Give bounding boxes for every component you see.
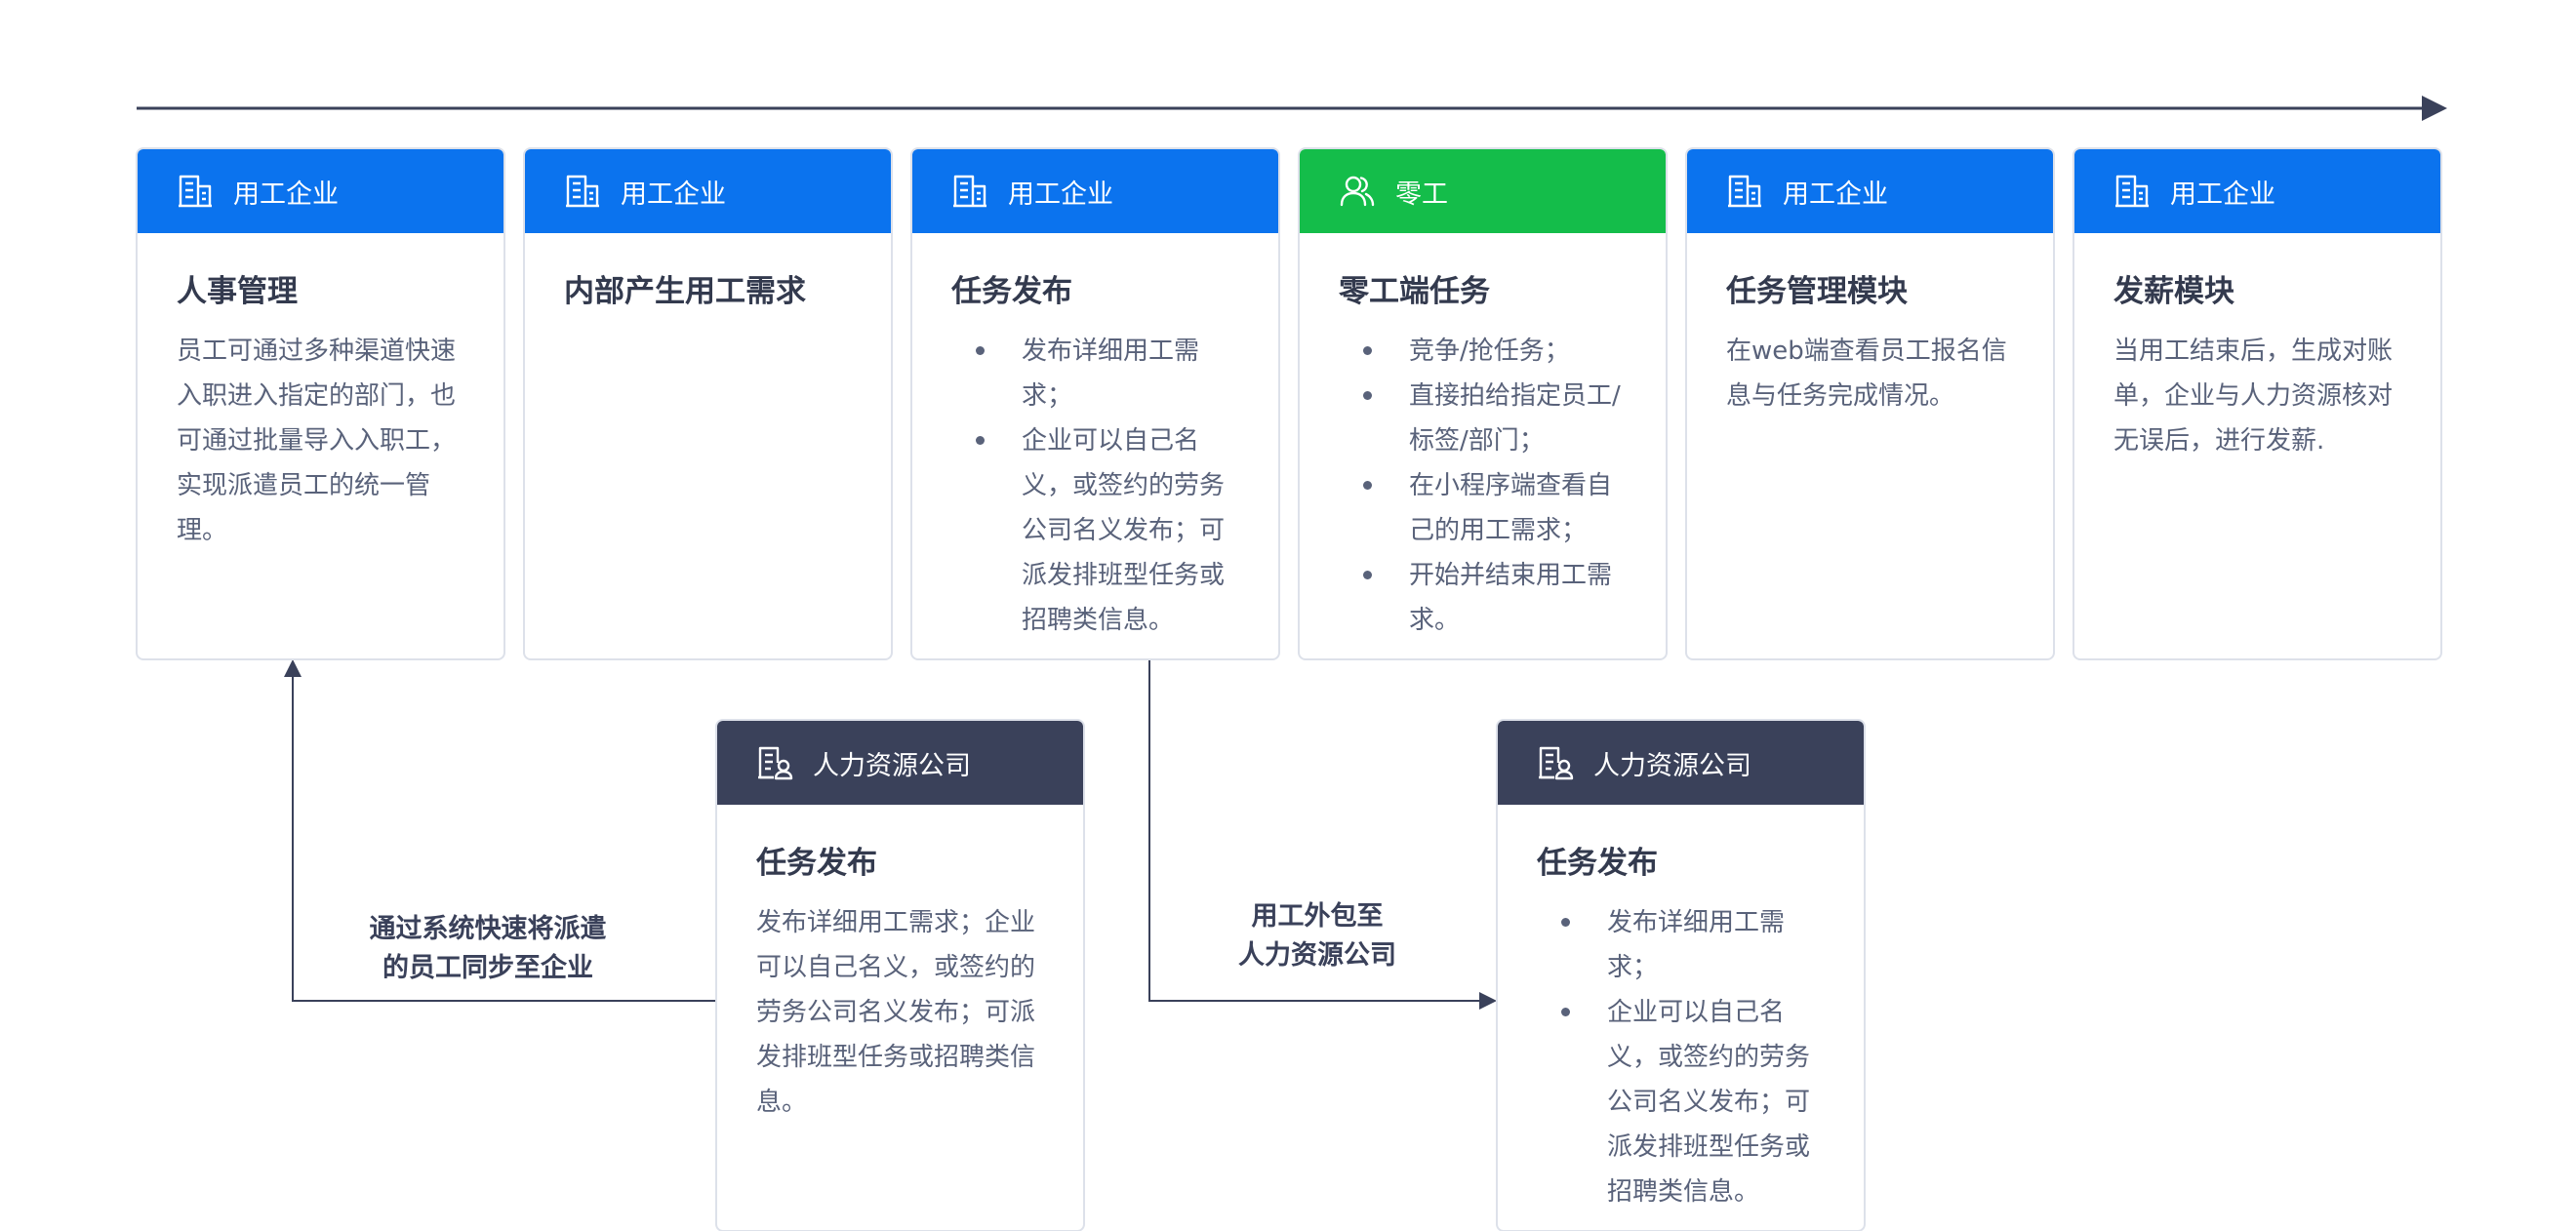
building-icon xyxy=(2113,173,2151,210)
card-task-management: 用工企业 任务管理模块 在web端查看员工报名信息与任务完成情况。 xyxy=(1685,147,2055,660)
list-item: 在小程序端查看自己的用工需求； xyxy=(1339,463,1629,553)
sync-label-line1: 通过系统快速将派遣 xyxy=(369,914,607,944)
list-item: 直接拍给指定员工/标签/部门； xyxy=(1339,374,1629,463)
building-person-icon xyxy=(756,744,793,781)
card-header: 用工企业 xyxy=(912,149,1278,233)
card-header: 用工企业 xyxy=(1687,149,2053,233)
sync-label-line2: 的员工同步至企业 xyxy=(382,953,593,983)
card-text: 发布详细用工需求；企业可以自己名义，或签约的劳务公司名义发布；可派发排班型任务或… xyxy=(756,908,1036,1117)
building-person-icon xyxy=(1537,744,1574,781)
card-title: 任务管理模块 xyxy=(1726,274,1908,309)
sync-connector-arrowhead xyxy=(284,659,302,677)
card-list: 竞争/抢任务； 直接拍给指定员工/标签/部门； 在小程序端查看自己的用工需求； … xyxy=(1339,329,1629,643)
card-title: 内部产生用工需求 xyxy=(564,274,806,309)
building-icon xyxy=(564,173,601,210)
card-header-label: 用工企业 xyxy=(621,179,726,210)
card-text: 在web端查看员工报名信息与任务完成情况。 xyxy=(1726,337,2007,411)
people-icon xyxy=(1339,173,1376,210)
card-title: 任务发布 xyxy=(1537,846,1658,881)
card-task-publish: 用工企业 任务发布 发布详细用工需求； 企业可以自己名义，或签约的劳务公司名义发… xyxy=(910,147,1280,660)
sync-connector-label: 通过系统快速将派遣 的员工同步至企业 xyxy=(312,910,664,988)
card-list: 发布详细用工需求； 企业可以自己名义，或签约的劳务公司名义发布；可派发排班型任务… xyxy=(951,329,1241,643)
list-item: 竞争/抢任务； xyxy=(1339,329,1629,374)
card-header: 用工企业 xyxy=(138,149,503,233)
card-header-label: 人力资源公司 xyxy=(813,750,971,781)
card-title: 发薪模块 xyxy=(2113,274,2234,309)
card-title: 零工端任务 xyxy=(1339,274,1490,309)
card-header-label: 用工企业 xyxy=(1008,179,1113,210)
outsource-connector-line xyxy=(1148,659,1479,1002)
card-text: 员工可通过多种渠道快速入职进入指定的部门，也可通过批量导入入职工，实现派遣员工的… xyxy=(177,337,457,545)
card-header: 零工 xyxy=(1300,149,1666,233)
card-header: 用工企业 xyxy=(2074,149,2440,233)
card-header-label: 人力资源公司 xyxy=(1593,750,1751,781)
card-header-label: 用工企业 xyxy=(1783,179,1888,210)
outsource-label-line2: 人力资源公司 xyxy=(1238,940,1396,971)
card-list: 发布详细用工需求； 企业可以自己名义，或签约的劳务公司名义发布；可派发排班型任务… xyxy=(1537,900,1827,1214)
card-gig-tasks: 零工 零工端任务 竞争/抢任务； 直接拍给指定员工/标签/部门； 在小程序端查看… xyxy=(1298,147,1668,660)
list-item: 企业可以自己名义，或签约的劳务公司名义发布；可派发排班型任务或招聘类信息。 xyxy=(1537,990,1827,1214)
card-header-label: 零工 xyxy=(1395,179,1448,210)
building-icon xyxy=(951,173,988,210)
card-hr-company-publish-right: 人力资源公司 任务发布 发布详细用工需求； 企业可以自己名义，或签约的劳务公司名… xyxy=(1496,719,1866,1231)
list-item: 发布详细用工需求； xyxy=(1537,900,1827,990)
sync-connector-line xyxy=(292,675,716,1002)
card-title: 人事管理 xyxy=(177,274,298,309)
list-item: 开始并结束用工需求。 xyxy=(1339,553,1629,643)
card-title: 任务发布 xyxy=(951,274,1072,309)
card-header: 用工企业 xyxy=(525,149,891,233)
card-header-label: 用工企业 xyxy=(233,179,339,210)
timeline-arrow-head xyxy=(2422,96,2447,121)
list-item: 企业可以自己名义，或签约的劳务公司名义发布；可派发排班型任务或招聘类信息。 xyxy=(951,418,1241,643)
card-payroll: 用工企业 发薪模块 当用工结束后，生成对账单，企业与人力资源核对无误后，进行发薪… xyxy=(2073,147,2442,660)
card-header-label: 用工企业 xyxy=(2170,179,2275,210)
outsource-connector-arrowhead xyxy=(1479,992,1497,1010)
outsource-connector-label: 用工外包至 人力资源公司 xyxy=(1161,897,1473,975)
card-internal-demand: 用工企业 内部产生用工需求 xyxy=(523,147,893,660)
card-hr-management: 用工企业 人事管理 员工可通过多种渠道快速入职进入指定的部门，也可通过批量导入入… xyxy=(136,147,505,660)
card-text: 当用工结束后，生成对账单，企业与人力资源核对无误后，进行发薪. xyxy=(2113,337,2394,456)
card-hr-company-publish-left: 人力资源公司 任务发布 发布详细用工需求；企业可以自己名义，或签约的劳务公司名义… xyxy=(715,719,1085,1231)
card-header: 人力资源公司 xyxy=(717,721,1083,805)
outsource-label-line1: 用工外包至 xyxy=(1251,901,1384,932)
list-item: 发布详细用工需求； xyxy=(951,329,1241,418)
card-title: 任务发布 xyxy=(756,846,877,881)
card-header: 人力资源公司 xyxy=(1498,721,1864,805)
building-icon xyxy=(1726,173,1763,210)
building-icon xyxy=(177,173,214,210)
